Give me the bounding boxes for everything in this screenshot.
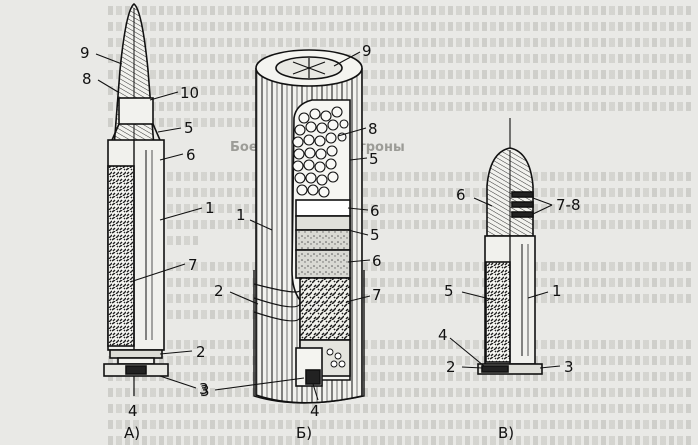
label-c-4: 4 [438,326,448,344]
shot-pellets [292,106,349,198]
figure-a-rifle-cartridge [95,2,203,396]
label-b-7: 7 [372,286,382,304]
label-c-2: 2 [446,358,456,376]
figure-a-labels: 9 8 10 5 6 1 7 2 3 4 А) [80,44,215,442]
label-a-3: 3 [199,380,209,398]
label-b-8: 8 [368,120,378,138]
figure-c-rimfire-cartridge [449,118,561,375]
label-b-6-lower: 6 [372,252,382,270]
label-a-8: 8 [82,70,92,88]
label-a-1: 1 [205,199,215,217]
label-b-2: 2 [214,282,224,300]
label-b-5-lower: 5 [370,226,380,244]
label-a-10: 10 [180,84,199,102]
label-b-5-upper: 5 [369,150,379,168]
caption-c: В) [498,424,514,442]
label-b-1: 1 [236,206,246,224]
label-c-6: 6 [456,186,466,204]
label-c-3: 3 [564,358,574,376]
label-a-2: 2 [196,343,206,361]
label-a-4: 4 [128,402,138,420]
figure-b-labels: 9 8 5 6 5 6 7 1 2 3 4 Б) [200,42,382,442]
figure-c-labels: 6 7-8 5 1 4 2 3 В) [438,186,581,442]
figure-b-shotgun-shell [214,49,371,404]
caption-b: Б) [296,424,312,442]
label-c-1: 1 [552,282,562,300]
label-b-4: 4 [310,402,320,420]
label-a-7: 7 [188,256,198,274]
label-b-9: 9 [362,42,372,60]
label-c-7-8: 7-8 [556,196,581,214]
label-a-9: 9 [80,44,90,62]
label-a-6: 6 [186,146,196,164]
label-b-6-upper: 6 [370,202,380,220]
label-a-5: 5 [184,119,194,137]
label-b-3: 3 [200,382,210,400]
caption-a: А) [124,424,140,442]
label-c-5: 5 [444,282,454,300]
